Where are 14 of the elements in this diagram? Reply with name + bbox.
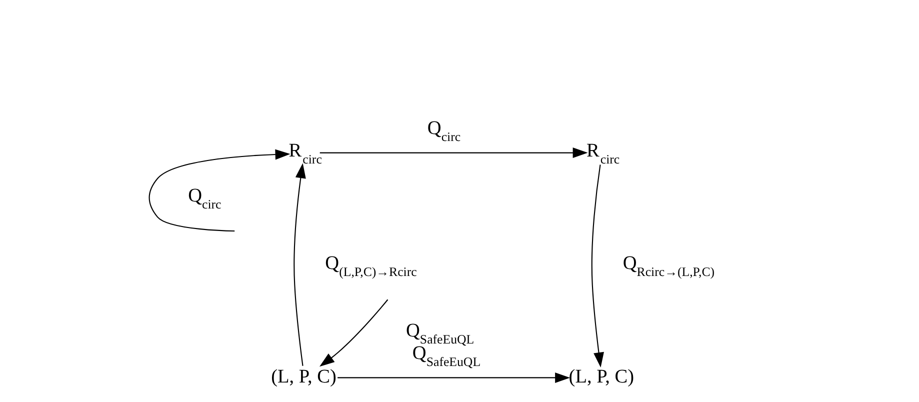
edge-label: Q$_{(L,P,C)→Rcirc}$ (325, 252, 417, 279)
node-text: R$_{circ}$ (586, 140, 620, 166)
edge-label: Q$_{Rcirc→(L,P,C)}$ (622, 252, 715, 279)
arrow (148, 149, 290, 232)
edge-label: Q$_{circ}$ (427, 118, 461, 144)
node-text: (L, P, C) (271, 366, 336, 388)
arrow (320, 148, 588, 158)
arrow (338, 372, 570, 383)
node-text: (L, P, C) (568, 366, 634, 388)
node-text: R$_{circ}$ (288, 140, 322, 166)
edge-label: Q$_{circ}$ (188, 185, 222, 212)
arrow (294, 163, 306, 366)
arrow (320, 299, 388, 367)
arrow (591, 164, 604, 368)
